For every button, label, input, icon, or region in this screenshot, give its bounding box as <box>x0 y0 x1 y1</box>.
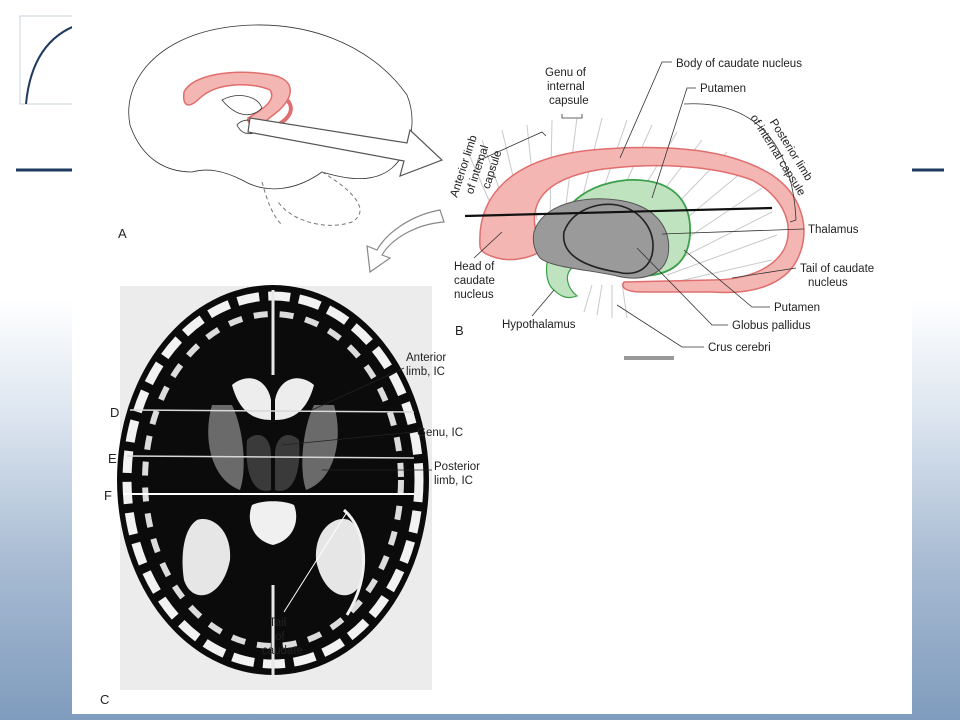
label-tail-c: Tail <box>269 617 286 629</box>
label-anterior-limb-c: Anterior <box>406 352 446 364</box>
brainstem-dashed <box>261 181 283 226</box>
svg-text:nucleus: nucleus <box>808 277 848 289</box>
globus-pallidus <box>563 203 654 275</box>
tail-caudate-curve <box>342 508 365 616</box>
ventricle-sketch <box>221 95 263 116</box>
section-letter-e: E <box>108 451 117 466</box>
cropped-label-fragment <box>624 356 674 360</box>
label-genu-c: Genu, IC <box>417 427 463 439</box>
svg-text:limb, IC: limb, IC <box>434 475 473 487</box>
label-tail-caudate-b: Tail of caudate <box>800 263 874 275</box>
label-putamen-bottom: Putamen <box>774 302 820 314</box>
svg-text:of: of <box>275 631 285 643</box>
section-line-b <box>464 206 773 218</box>
label-genu-b: Genu of <box>545 67 587 79</box>
arrow-a-to-b <box>247 117 444 177</box>
section-letter-d: D <box>110 405 119 420</box>
temporal-region-right <box>315 519 364 596</box>
section-line-d <box>129 409 415 413</box>
midbrain <box>249 501 297 545</box>
panel-a-letter: A <box>118 226 127 241</box>
svg-text:limb, IC: limb, IC <box>406 366 445 378</box>
panel-c-axial-section: D E F Anterior limb, IC Genu, IC Posteri… <box>100 285 480 707</box>
label-head-caudate: Head of <box>454 261 495 273</box>
panel-b-letter: B <box>455 323 464 338</box>
section-letter-f: F <box>104 488 112 503</box>
logo-box <box>19 15 81 105</box>
panel-a-brain-sketch: A <box>118 24 444 241</box>
svg-text:caudate: caudate <box>454 275 495 287</box>
lentiform-left <box>208 405 244 490</box>
svg-text:nucleus: nucleus <box>454 289 494 301</box>
svg-text:caudate: caudate <box>262 645 303 657</box>
caudate-heads <box>232 378 314 420</box>
logo-arc <box>25 23 81 105</box>
temporal-region-left <box>182 519 231 596</box>
label-posterior-limb-c: Posterior <box>434 461 480 473</box>
lentiform-right <box>302 405 338 490</box>
svg-text:internal: internal <box>547 81 585 93</box>
svg-text:capsule: capsule <box>549 95 589 107</box>
label-thalamus: Thalamus <box>808 224 859 236</box>
label-putamen-top: Putamen <box>700 83 746 95</box>
brain-outline <box>128 24 413 190</box>
section-line-e <box>126 455 415 459</box>
panel-b-diagram: Genu of internal capsule Body of caudate… <box>448 58 874 360</box>
thalami <box>246 435 300 491</box>
caudate-nucleus <box>479 146 805 294</box>
arrow-b-to-c <box>366 209 445 274</box>
hypothalamus-region <box>545 254 579 299</box>
anatomy-figure: A <box>72 0 912 714</box>
panel-c-letter: C <box>100 692 109 707</box>
label-body-caudate: Body of caudate nucleus <box>676 58 802 70</box>
cerebellum-dashed <box>276 171 361 226</box>
label-crus-cerebri: Crus cerebri <box>708 342 771 354</box>
label-globus-pallidus: Globus pallidus <box>732 320 811 332</box>
label-hypothalamus: Hypothalamus <box>502 319 576 331</box>
